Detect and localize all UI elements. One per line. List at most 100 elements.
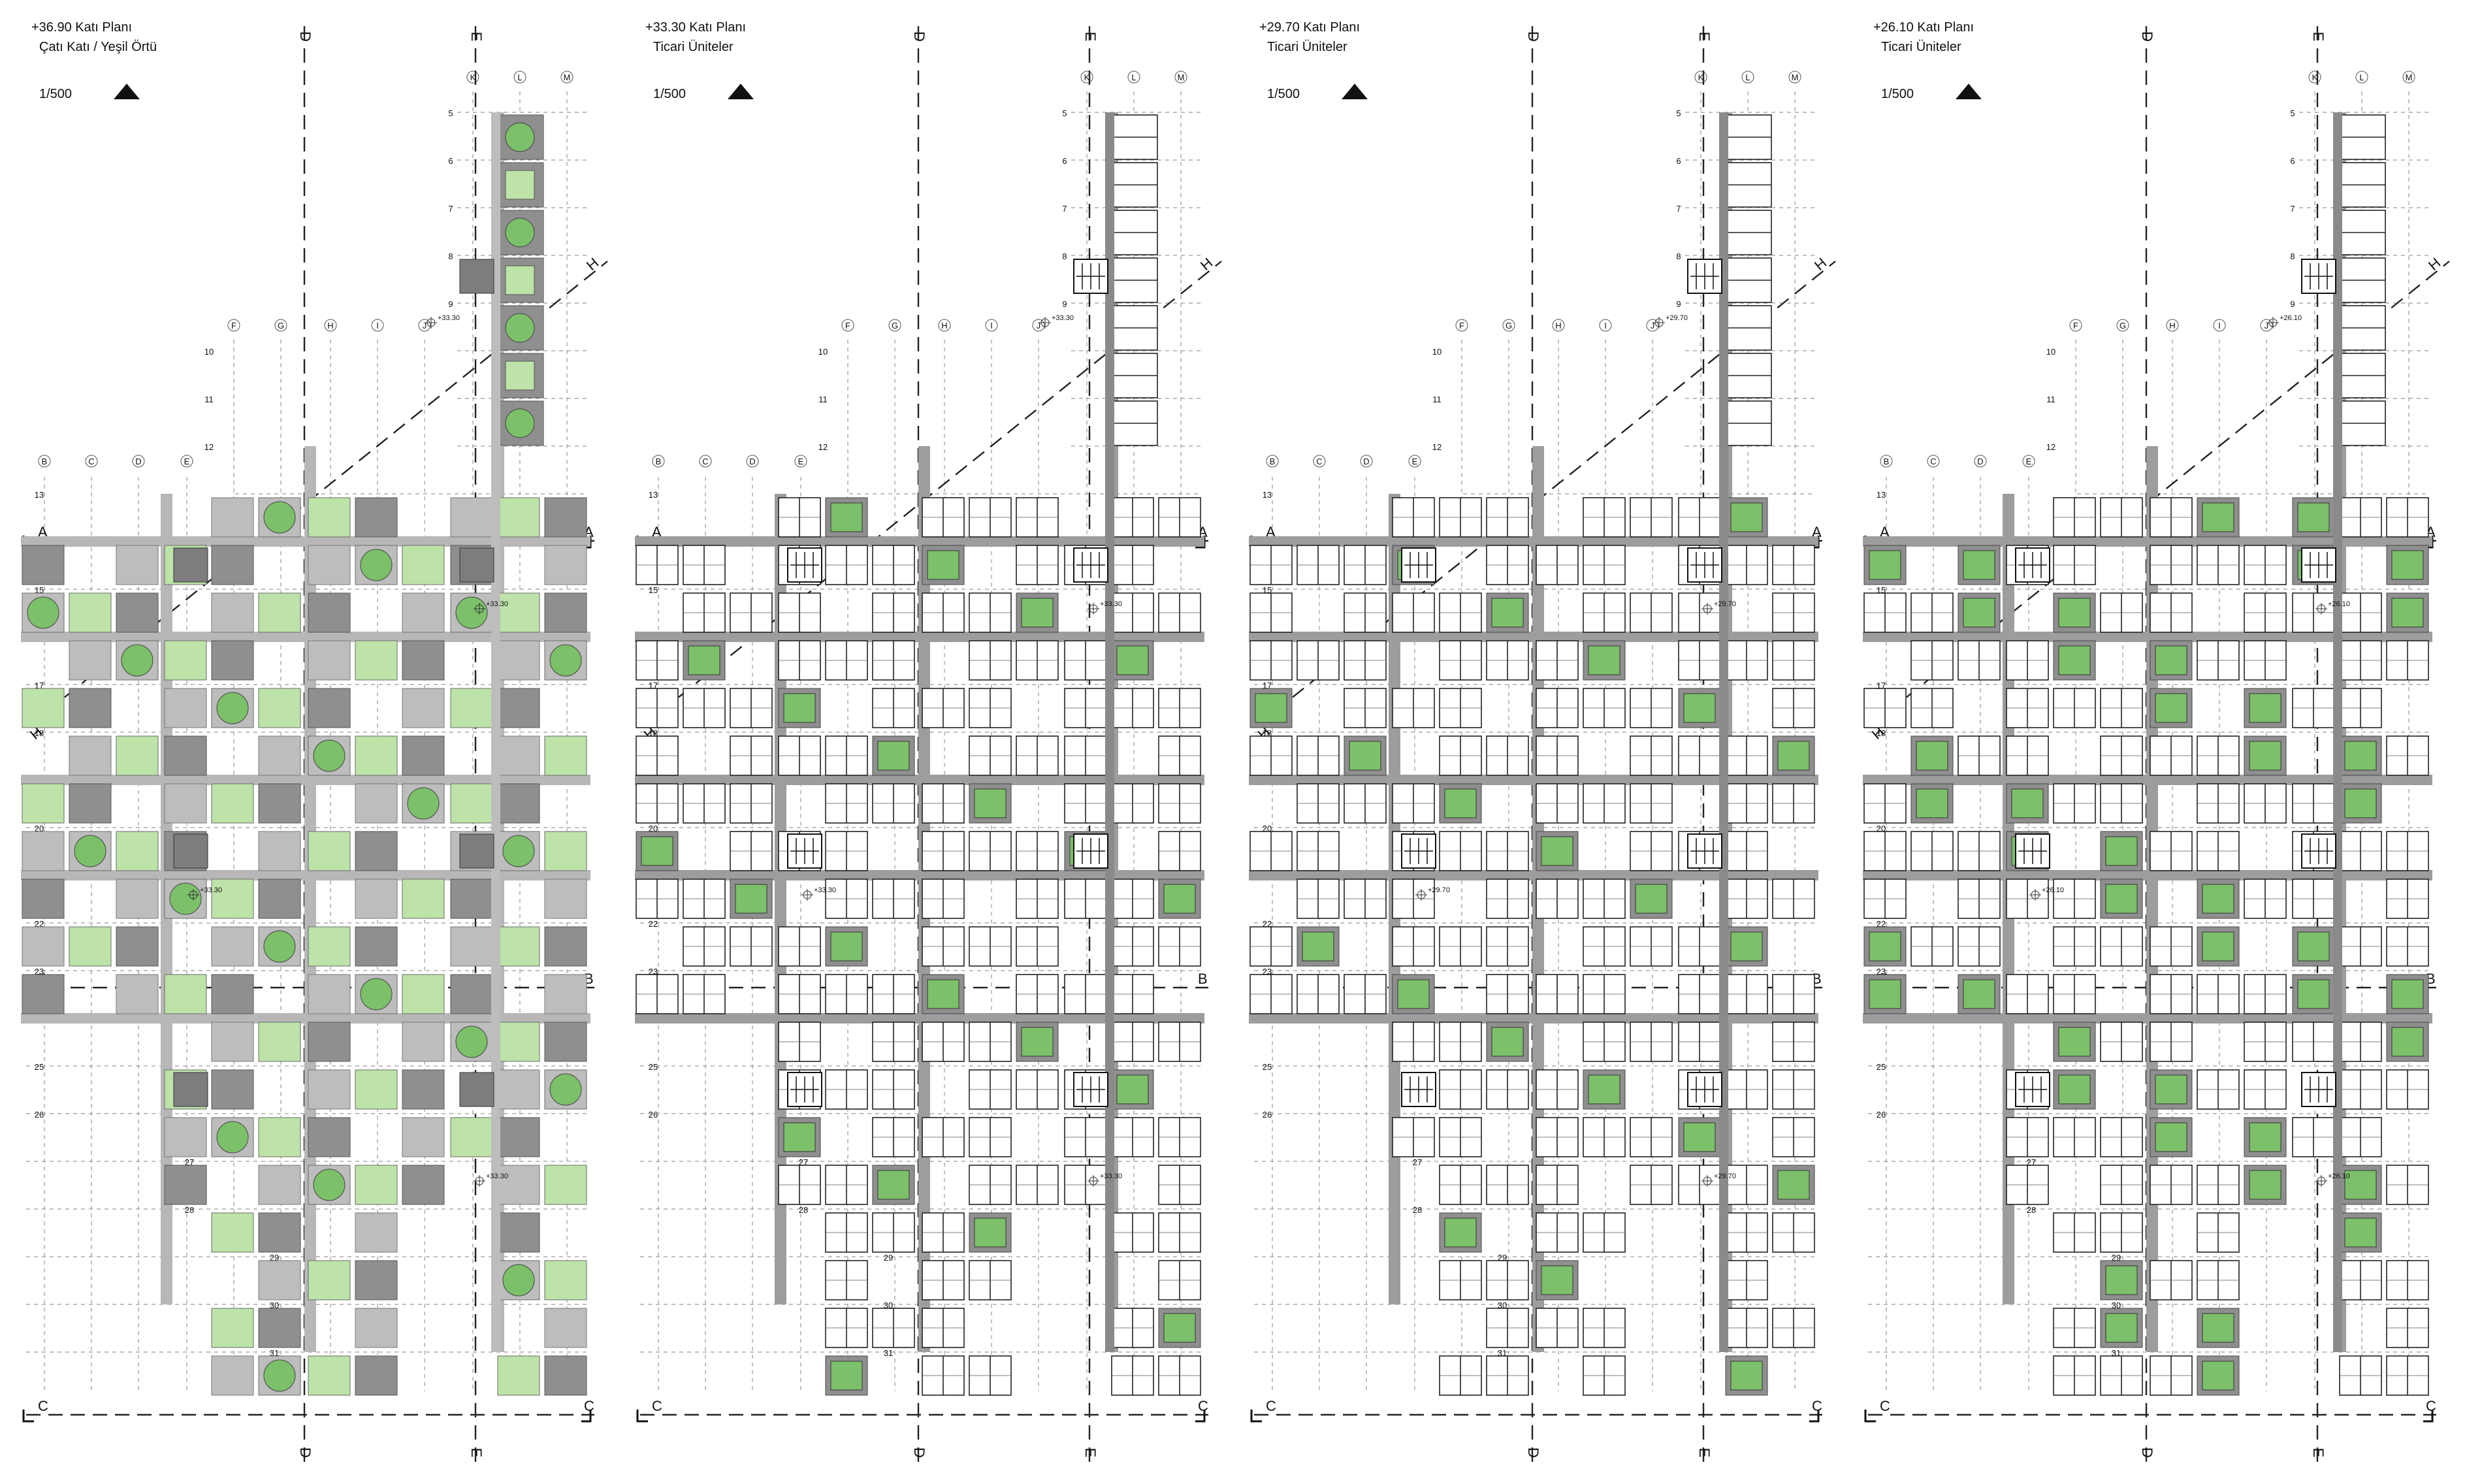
spot-level-label: +33.30 bbox=[486, 1172, 508, 1180]
green-roof-module bbox=[402, 974, 445, 1014]
planter-icon bbox=[1588, 645, 1620, 675]
section-line-h bbox=[643, 261, 1222, 726]
spine-corridor bbox=[1105, 112, 1114, 1352]
axis-letter-mid: G bbox=[1506, 321, 1512, 331]
tree-canopy bbox=[360, 978, 393, 1010]
row-number-label: 23 bbox=[35, 967, 44, 976]
spot-level-label: +33.30 bbox=[200, 886, 222, 894]
axis-bubble bbox=[1313, 455, 1326, 468]
row-number-label: 28 bbox=[1413, 1205, 1422, 1215]
green-roof-module bbox=[22, 783, 65, 824]
roof-module bbox=[355, 1212, 398, 1253]
axis-bubble bbox=[1788, 71, 1801, 84]
planter-icon bbox=[1491, 598, 1524, 628]
planter-icon bbox=[974, 1218, 1007, 1248]
row-number-label: 5 bbox=[2290, 108, 2295, 118]
stair-core-roof bbox=[459, 259, 494, 294]
building-footprint: +33.30+33.30+33.30+33.30 bbox=[21, 112, 590, 1396]
row-number-label: 9 bbox=[448, 299, 453, 309]
section-marker-e: E bbox=[1696, 1448, 1713, 1458]
building-footprint: +26.10+26.10+26.10+26.10 bbox=[1863, 112, 2432, 1396]
row-number-label: 10 bbox=[2046, 347, 2055, 357]
planter-icon bbox=[2202, 1361, 2234, 1391]
tree-canopy bbox=[549, 1073, 582, 1106]
axis-letter-top: L bbox=[1131, 73, 1136, 82]
planter-icon bbox=[1730, 1361, 1763, 1391]
row-number-label: 12 bbox=[204, 442, 214, 452]
row-number-label: 25 bbox=[35, 1062, 44, 1072]
green-roof-module bbox=[258, 1117, 301, 1157]
stair-core-roof bbox=[173, 1072, 208, 1107]
axis-bubble bbox=[371, 319, 384, 332]
section-marker-d: D bbox=[1525, 31, 1541, 42]
row-number-label: 11 bbox=[818, 395, 828, 404]
roof-module bbox=[116, 974, 159, 1014]
section-marker-e: E bbox=[1082, 1448, 1099, 1458]
planter-icon bbox=[1869, 979, 1901, 1009]
roof-module bbox=[116, 879, 159, 919]
planter-icon bbox=[1869, 931, 1901, 961]
planter-icon bbox=[974, 788, 1007, 818]
planter-icon bbox=[877, 741, 910, 771]
axis-letter-mid: I bbox=[990, 321, 993, 331]
roof-module bbox=[308, 1022, 351, 1062]
green-roof-module bbox=[497, 592, 540, 633]
planter-icon bbox=[2011, 788, 2044, 818]
axis-bubble bbox=[1408, 455, 1421, 468]
north-arrow-icon bbox=[728, 84, 754, 99]
axis-letter-mid: G bbox=[892, 321, 898, 331]
section-marker-c: C bbox=[1812, 1398, 1822, 1414]
plan-title: +29.70 Katı Planı bbox=[1259, 20, 1360, 35]
planter-icon bbox=[2155, 645, 2187, 675]
roof-module bbox=[402, 1165, 445, 1205]
axis-bubble bbox=[180, 455, 193, 468]
row-number-label: 22 bbox=[649, 919, 658, 929]
axis-letter-left: C bbox=[1316, 457, 1322, 466]
scale-label: 1/500 bbox=[1267, 87, 1300, 101]
green-roof-module bbox=[544, 1260, 587, 1300]
green-roof-module bbox=[544, 1165, 587, 1205]
spot-level-label: +26.10 bbox=[2280, 314, 2302, 322]
section-marker-c: C bbox=[38, 1398, 48, 1414]
section-marker-d: D bbox=[297, 31, 314, 42]
tree-canopy bbox=[455, 596, 488, 629]
spot-level-label: +26.10 bbox=[2042, 886, 2064, 894]
row-number-label: 28 bbox=[2027, 1205, 2036, 1215]
axis-bubble bbox=[1455, 319, 1468, 332]
axis-letter-mid: H bbox=[1555, 321, 1561, 331]
section-marker-d: D bbox=[297, 1447, 314, 1458]
tree-canopy bbox=[502, 1264, 535, 1297]
planter-icon bbox=[927, 550, 959, 580]
planter-icon bbox=[2249, 1170, 2281, 1200]
planter-icon bbox=[1963, 979, 1995, 1009]
axis-bubble bbox=[324, 319, 337, 332]
roof-module bbox=[69, 735, 112, 776]
planter-icon bbox=[688, 645, 720, 675]
planter-icon bbox=[1683, 1122, 1716, 1152]
roof-module bbox=[544, 1308, 587, 1348]
roof-module bbox=[22, 974, 65, 1014]
planter-icon bbox=[2344, 741, 2377, 771]
section-arrow-icon bbox=[636, 1410, 1206, 1423]
planter-icon bbox=[2105, 836, 2138, 866]
row-number-label: 10 bbox=[1432, 347, 1442, 357]
row-number-label: 7 bbox=[1676, 204, 1681, 214]
tree-canopy bbox=[216, 692, 249, 724]
roof-module bbox=[22, 831, 65, 871]
roof-module bbox=[164, 1165, 207, 1205]
row-number-label: 29 bbox=[270, 1253, 279, 1263]
section-marker-d: D bbox=[911, 31, 927, 42]
roof-module bbox=[308, 545, 351, 585]
section-marker-a: A bbox=[38, 524, 48, 540]
axis-bubble bbox=[2166, 319, 2179, 332]
planter-icon bbox=[2105, 1265, 2138, 1295]
axis-letter-left: D bbox=[749, 457, 755, 466]
row-number-label: 25 bbox=[1877, 1062, 1886, 1072]
row-number-label: 5 bbox=[1676, 108, 1681, 118]
row-number-label: 25 bbox=[1263, 1062, 1272, 1072]
roof-module bbox=[116, 926, 159, 967]
row-number-label: 25 bbox=[649, 1062, 658, 1072]
scale-label: 1/500 bbox=[39, 87, 72, 101]
roof-module bbox=[450, 497, 493, 538]
